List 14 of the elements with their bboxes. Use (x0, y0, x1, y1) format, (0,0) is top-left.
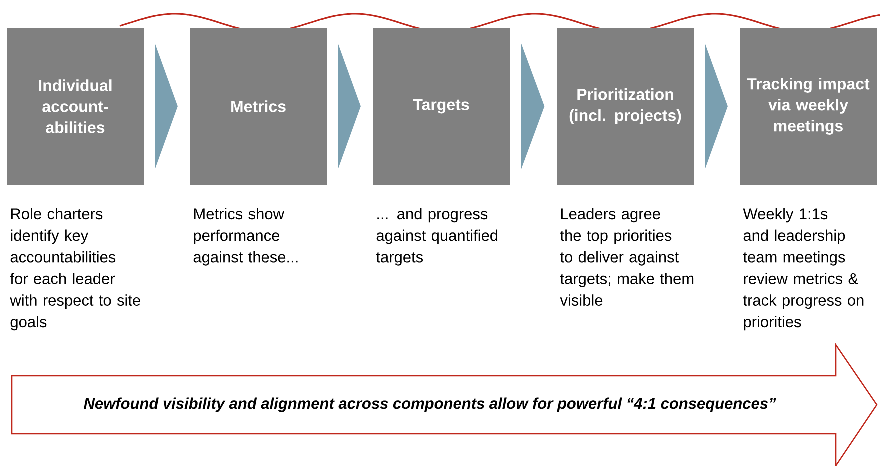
chevron-arrow (155, 44, 178, 170)
description-text: Metrics show performance against these... (194, 208, 298, 266)
description-text: Weekly 1:1s and leadership team meetings review metrics & track progress on priorities (743, 208, 864, 331)
step-box: Individual account-abilities (7, 28, 144, 185)
step-box: Targets (373, 28, 510, 185)
chevron-arrow (705, 44, 728, 170)
description-text: ... and progress against quantified targets (376, 208, 498, 266)
description-text: Role charters identify key accountabilities for each leader with respect to site goals (10, 208, 140, 331)
description-text: Leaders agree the top priorities to deliver against targets; make them visible (560, 208, 694, 306)
chevron-arrow (338, 44, 361, 170)
step-box: Prioritization (incl. projects) (557, 28, 694, 185)
step-box: Metrics (190, 28, 327, 185)
step-box: Tracking impact via weekly meetings (740, 28, 877, 185)
chevron-arrow (521, 44, 545, 170)
